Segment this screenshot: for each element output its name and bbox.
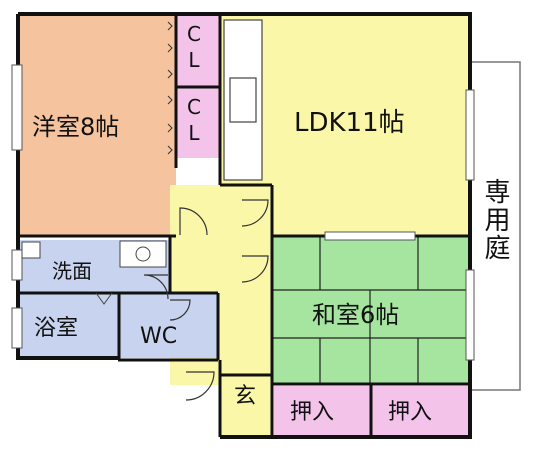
- toilet-label: WC: [140, 324, 178, 349]
- ldk-label: LDK11帖: [294, 108, 405, 138]
- oshiire-left: [274, 386, 370, 436]
- oshiire-right-label: 押入: [388, 400, 433, 425]
- door-swings: [143, 199, 269, 401]
- bathroom-label: 浴室: [34, 316, 79, 341]
- western-room: [18, 14, 176, 236]
- closet-upper-label: CL: [182, 22, 206, 74]
- washroom-label: 洗面: [52, 259, 92, 283]
- washing-machine-tap: [21, 241, 41, 259]
- washbasin-bowl: [135, 246, 151, 262]
- entrance-label: 玄: [234, 384, 257, 409]
- washroom-sliding-door: [95, 292, 113, 305]
- closet-upper: [176, 14, 220, 86]
- japanese-room-label: 和室6帖: [312, 301, 400, 329]
- private-garden-area: [469, 61, 521, 391]
- closet-door-marks: [167, 21, 173, 155]
- tatami-lines: [272, 236, 470, 384]
- western-room-label: 洋室8帖: [32, 113, 120, 141]
- entrance: [220, 375, 272, 437]
- windows: [11, 64, 475, 361]
- closet-lower: [176, 88, 220, 158]
- oshiire-right: [372, 386, 468, 436]
- toilet: [120, 294, 218, 358]
- closet-lower-label: CL: [182, 95, 206, 147]
- oshiire-left-label: 押入: [290, 400, 335, 425]
- japanese-room: [272, 236, 470, 384]
- bathroom: [18, 294, 118, 358]
- private-garden-label: 専用庭: [480, 178, 510, 262]
- kitchen-sink: [229, 77, 257, 123]
